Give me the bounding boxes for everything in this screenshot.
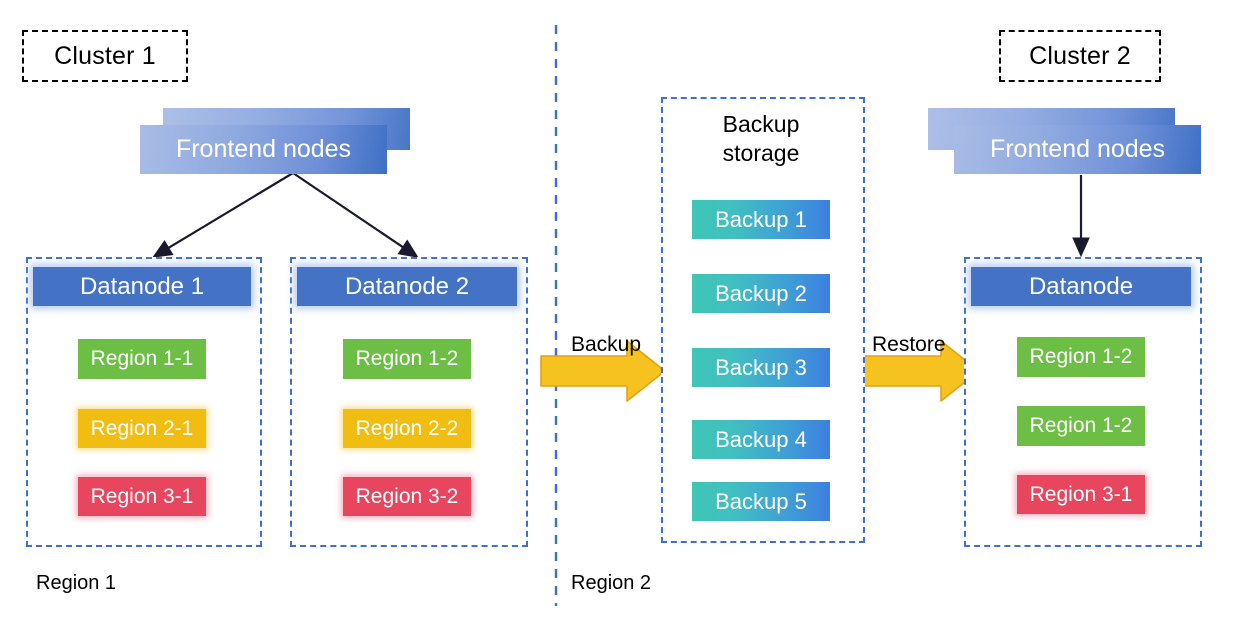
backup-item-4-label: Backup 4 — [715, 426, 807, 452]
datanode-1-region-2[interactable]: Region 2-1 — [78, 409, 206, 448]
cluster-2-region-3[interactable]: Region 3-1 — [1017, 475, 1145, 514]
cluster-1-frontend-label: Frontend nodes — [175, 135, 352, 163]
backup-storage-caption: Backup storage — [661, 110, 861, 168]
datanode-1-title: Datanode 1 — [79, 272, 205, 300]
backup-flow-text: Backup — [571, 333, 642, 356]
cluster-2-frontend-nodes[interactable]: Frontend nodes — [928, 108, 1201, 174]
restore-flow-label: Restore — [872, 333, 946, 357]
backup-item-3-label: Backup 3 — [715, 354, 807, 380]
footer-region-2-label: Region 2 — [571, 572, 652, 594]
backup-item-4[interactable]: Backup 4 — [692, 420, 830, 459]
datanode-1-region-3-label: Region 3-1 — [90, 484, 194, 508]
datanode-2-region-3-label: Region 3-2 — [355, 484, 459, 508]
datanode-2-region-2-label: Region 2-2 — [355, 416, 459, 440]
cluster-1-frontend-nodes[interactable]: Frontend nodes — [140, 108, 410, 174]
cluster-2-frontend-label: Frontend nodes — [989, 135, 1166, 163]
backup-item-1-label: Backup 1 — [715, 206, 807, 232]
cluster-2-region-2-label: Region 1-2 — [1029, 414, 1133, 437]
datanode-2-region-2[interactable]: Region 2-2 — [343, 409, 471, 448]
footer-region-2: Region 2 — [571, 572, 651, 595]
arrow-frontend-to-datanode-2 — [292, 172, 419, 258]
frontend-card-front: Frontend nodes — [140, 125, 387, 174]
cluster-1-tag: Cluster 1 — [22, 30, 188, 82]
backup-item-2-label: Backup 2 — [715, 280, 807, 306]
datanode-2-region-3[interactable]: Region 3-2 — [343, 477, 471, 516]
backup-storage-caption-line-1: Backup — [722, 111, 800, 137]
datanode-2-region-1-label: Region 1-2 — [355, 347, 459, 370]
backup-storage-caption-line-2: storage — [722, 139, 800, 166]
datanode-2-region-1[interactable]: Region 1-2 — [343, 339, 471, 379]
datanode-1-region-2-label: Region 2-1 — [90, 416, 194, 440]
backup-item-1[interactable]: Backup 1 — [692, 200, 830, 239]
backup-item-2[interactable]: Backup 2 — [692, 274, 830, 313]
cluster-2-tag: Cluster 2 — [999, 30, 1161, 82]
backup-item-5[interactable]: Backup 5 — [692, 482, 830, 521]
backup-item-5-label: Backup 5 — [715, 488, 807, 514]
cluster-2-region-1-label: Region 1-2 — [1029, 345, 1133, 368]
backup-flow-label: Backup — [571, 333, 641, 357]
datanode-1-header[interactable]: Datanode 1 — [33, 267, 251, 306]
cluster-1-tag-label: Cluster 1 — [54, 41, 156, 70]
backup-item-3[interactable]: Backup 3 — [692, 348, 830, 387]
cluster-2-region-1[interactable]: Region 1-2 — [1017, 337, 1145, 377]
datanode-1-region-1-label: Region 1-1 — [90, 347, 194, 370]
datanode-1-region-1[interactable]: Region 1-1 — [78, 339, 206, 379]
frontend-card-front: Frontend nodes — [954, 125, 1201, 174]
cluster-2-datanode-title: Datanode — [1028, 272, 1134, 300]
datanode-2-header[interactable]: Datanode 2 — [297, 267, 517, 306]
datanode-2-title: Datanode 2 — [344, 272, 470, 300]
backup-storage-box — [661, 97, 865, 543]
cluster-2-region-2[interactable]: Region 1-2 — [1017, 406, 1145, 446]
footer-region-1: Region 1 — [36, 572, 116, 595]
cluster-2-region-3-label: Region 3-1 — [1029, 482, 1133, 506]
datanode-1-region-3[interactable]: Region 3-1 — [78, 477, 206, 516]
arrow-frontend-to-datanode-1 — [152, 172, 294, 258]
restore-flow-text: Restore — [872, 333, 946, 356]
cluster-2-tag-label: Cluster 2 — [1029, 41, 1131, 70]
cluster-2-datanode-header[interactable]: Datanode — [971, 267, 1191, 306]
footer-region-1-label: Region 1 — [36, 572, 117, 594]
